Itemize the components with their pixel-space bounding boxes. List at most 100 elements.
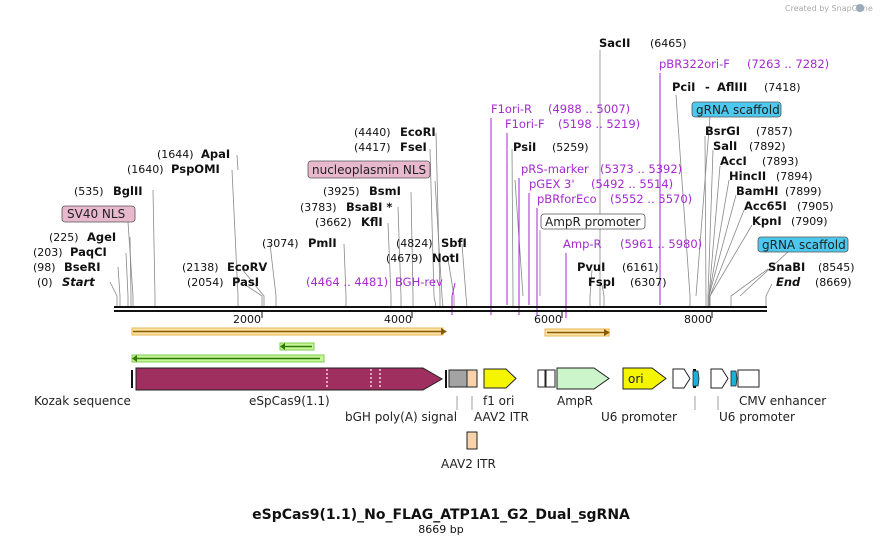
- ruler: 2000 4000 6000 8000: [233, 312, 713, 326]
- feature-label-u6-1: U6 promoter: [601, 410, 677, 424]
- primer-pgex3: pGEX 3': [529, 177, 575, 191]
- bgh-polya-feature: [448, 369, 468, 388]
- grna-scaffold-feature-2: [730, 370, 738, 387]
- feature-label-aav2-1: AAV2 ITR: [474, 410, 529, 424]
- site-bseri: BseRI: [64, 260, 101, 274]
- f1-ori-feature: [483, 368, 517, 389]
- site-pos-paqci: (203): [33, 246, 63, 259]
- site-pos-apai: (1644): [157, 148, 194, 161]
- site-pmli: PmlI: [308, 236, 337, 250]
- site-agei: AgeI: [87, 230, 116, 244]
- feature-label-cas9: eSpCas9(1.1): [249, 394, 330, 408]
- site-psii: PsiI: [513, 140, 536, 154]
- primer-f1ori-f: F1ori-F: [505, 117, 545, 131]
- u6-promoter-feature-2: [710, 368, 729, 389]
- site-sali: SalI: [713, 139, 737, 153]
- site-acc65i: Acc65I: [744, 199, 787, 213]
- site-pos-fsei: (4417): [354, 141, 391, 154]
- primer-range-f1ori-r: (4988 .. 5007): [548, 102, 630, 116]
- primer-range-amp-r: (5961 .. 5980): [620, 237, 702, 251]
- site-pos-bsrgi: (7857): [756, 125, 793, 138]
- primer-range-pbr322ori-f: (7263 .. 7282): [747, 57, 829, 71]
- site-pos-hincii: (7894): [776, 170, 813, 183]
- backbone-bottom-strand: [114, 310, 767, 312]
- site-pos-acci: (7893): [762, 155, 799, 168]
- primer-leaders: [451, 73, 661, 318]
- kozak-feature: [131, 370, 133, 388]
- map-subtitle: 8669 bp: [418, 523, 463, 536]
- ruler-label-8000: 8000: [684, 313, 712, 326]
- site-ecori: EcoRI: [400, 125, 436, 139]
- label-grna-scaffold-1: gRNA scaffold: [696, 103, 780, 117]
- site-pos-bsabi: (3783): [300, 201, 337, 214]
- site-sacii: SacII: [599, 36, 630, 50]
- site-pos-bamhi: (7899): [785, 185, 822, 198]
- site-bsrgi: BsrGI: [705, 124, 740, 138]
- site-bamhi: BamHI: [736, 184, 778, 198]
- site-kpni: KpnI: [752, 214, 782, 228]
- site-labels-right: PsiI (5259) SacII (6465) PvuI (6161) Fsp…: [513, 36, 855, 289]
- site-pos-sbfi: (4824): [396, 237, 433, 250]
- site-pvui: PvuI: [577, 260, 605, 274]
- aav2-itr-feature-2: [466, 431, 478, 450]
- backbone-top-strand: [114, 306, 767, 308]
- boxed-labels: SV40 NLS nucleoplasmin NLS AmpR promoter…: [61, 101, 849, 253]
- primer-range-f1ori-f: (5198 .. 5219): [558, 117, 640, 131]
- site-pos-ecorv: (2138): [182, 261, 219, 274]
- site-pos-noti: (4679): [386, 252, 423, 265]
- site-pos-ecori: (4440): [354, 126, 391, 139]
- orf-arrows: [131, 327, 610, 363]
- site-start: Start: [62, 275, 95, 289]
- feature-label-kozak: Kozak sequence: [34, 394, 131, 408]
- feature-label-cmv: CMV enhancer: [739, 394, 826, 408]
- site-bglii: BglII: [113, 184, 143, 198]
- site-end: End: [776, 275, 801, 289]
- site-paqci: PaqCI: [70, 245, 107, 259]
- cas9-feature: [135, 367, 443, 391]
- label-sv40-nls: SV40 NLS: [67, 207, 125, 221]
- label-nucleoplasmin-nls: nucleoplasmin NLS: [312, 163, 426, 177]
- ruler-label-6000: 6000: [534, 313, 562, 326]
- primer-range-bgh: (4464 .. 4481): [306, 275, 388, 289]
- site-pos-bglii: (535): [74, 185, 104, 198]
- site-pos-start: (0): [37, 276, 53, 289]
- primer-bgh-rev: BGH-rev: [395, 275, 443, 289]
- site-pos-pspomi: (1640): [127, 163, 164, 176]
- primer-range-pbrforeco: (5552 .. 5570): [610, 192, 692, 206]
- feature-labels: Kozak sequence eSpCas9(1.1) bGH poly(A) …: [34, 394, 826, 471]
- primer-amp-r: Amp-R: [563, 237, 602, 251]
- site-pos-pvui: (6161): [622, 261, 659, 274]
- site-fsei: FseI: [400, 140, 427, 154]
- feature-label-bgh: bGH poly(A) signal: [345, 410, 457, 424]
- site-pspomi: PspOMI: [171, 162, 220, 176]
- site-bsmi: BsmI: [369, 184, 401, 198]
- site-pos-kfli: (3662): [315, 216, 352, 229]
- credit-text: Created by SnapGene: [785, 4, 873, 13]
- site-noti: NotI: [432, 251, 459, 265]
- ampr-feature: [556, 367, 610, 390]
- site-pos-end: (8669): [815, 276, 852, 289]
- site-pos-kpni: (7909): [791, 215, 828, 228]
- ruler-label-4000: 4000: [384, 313, 412, 326]
- site-bsabi: BsaBI *: [346, 200, 392, 214]
- grna-scaffold-feature-1: [692, 370, 700, 387]
- site-hincii: HincII: [729, 169, 766, 183]
- aav2-itr-feature-1: [466, 369, 478, 388]
- feature-label-aav2-2: AAV2 ITR: [441, 457, 496, 471]
- site-pos-agei: (225): [49, 231, 79, 244]
- site-pcii: PciI: [672, 80, 695, 94]
- site-fspi: FspI: [588, 275, 615, 289]
- site-sbfi: SbfI: [441, 236, 467, 250]
- ori-inline-label: ori: [628, 372, 644, 386]
- primer-prs-marker: pRS-marker: [521, 162, 589, 176]
- snapgene-logo-icon: [856, 4, 864, 12]
- site-apai: ApaI: [201, 147, 230, 161]
- site-pcii-dash: -: [705, 80, 710, 94]
- site-pos-sali: (7892): [749, 140, 786, 153]
- site-pos-sacii: (6465): [650, 37, 687, 50]
- map-title: eSpCas9(1.1)_No_FLAG_ATP1A1_G2_Dual_sgRN…: [252, 507, 630, 523]
- site-snabi: SnaBI: [768, 260, 805, 274]
- site-pos-bseri: (98): [33, 261, 56, 274]
- site-pos-snabi: (8545): [818, 261, 855, 274]
